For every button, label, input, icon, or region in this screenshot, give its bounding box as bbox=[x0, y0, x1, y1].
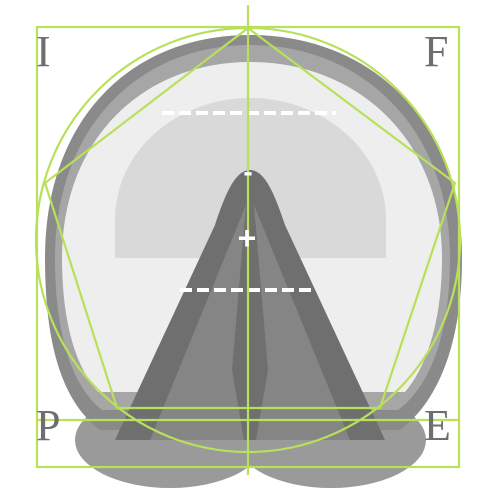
label-bottom-right: E bbox=[424, 401, 451, 450]
wedge-inner-left bbox=[150, 205, 246, 440]
minus-marker: - bbox=[243, 156, 253, 187]
label-top-left: I bbox=[36, 27, 51, 76]
wedge-inner-right bbox=[254, 205, 350, 440]
label-bottom-left: P bbox=[36, 401, 61, 450]
plus-marker: + bbox=[237, 220, 257, 256]
label-top-right: F bbox=[424, 27, 449, 76]
